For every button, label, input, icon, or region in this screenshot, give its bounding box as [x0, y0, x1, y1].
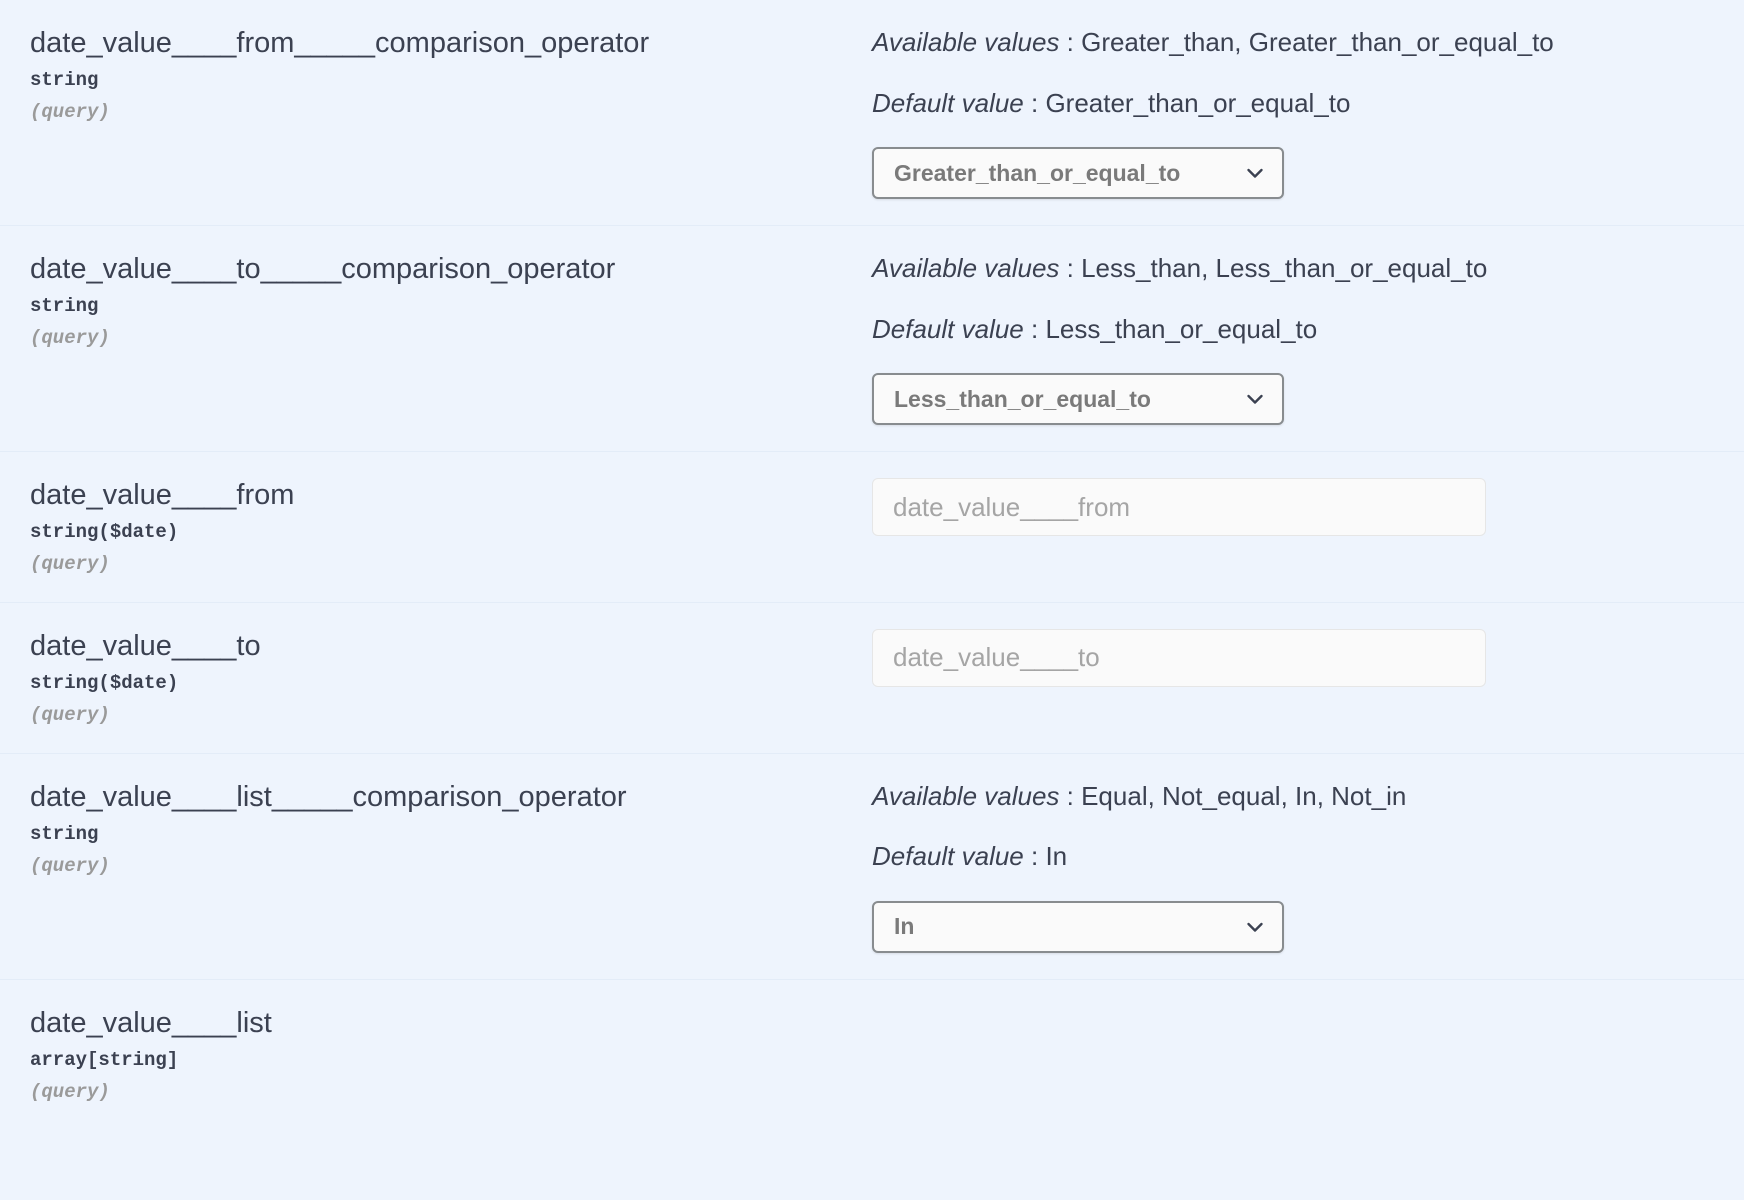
select-selected-value: In: [894, 913, 915, 940]
meta-separator: :: [1059, 27, 1082, 57]
parameter-descriptor-cell: date_value____list_____comparison_operat…: [0, 753, 838, 980]
select-selected-value: Less_than_or_equal_to: [894, 385, 1151, 412]
parameter-name: date_value____list: [30, 1006, 272, 1039]
default-value-value: Less_than_or_equal_to: [1045, 313, 1318, 344]
parameter-location: (query): [30, 101, 110, 124]
available-values-label: Available values: [872, 780, 1060, 811]
default-value-value: Greater_than_or_equal_to: [1045, 87, 1351, 118]
parameter-location: (query): [30, 854, 110, 877]
parameters-table: date_value____from_____comparison_operat…: [0, 0, 1744, 1130]
empty-value-placeholder: [872, 1006, 1714, 1022]
parameter-descriptor-cell: date_value____from_____comparison_operat…: [0, 0, 838, 226]
parameter-type: string($date): [30, 521, 179, 544]
default-value-line: Default value : In: [872, 840, 1714, 873]
available-values-value: Less_than, Less_than_or_equal_to: [1081, 253, 1488, 283]
comparison-operator-select-wrapper: Less_than_or_equal_to: [872, 373, 1284, 425]
parameter-name: date_value____from: [30, 479, 295, 511]
table-row: date_value____from_____comparison_operat…: [0, 0, 1744, 226]
available-values-label: Available values: [872, 253, 1060, 283]
date-value-from-input[interactable]: [872, 478, 1486, 536]
parameter-location: (query): [30, 327, 110, 350]
parameter-name: date_value____list_____comparison_operat…: [30, 780, 627, 813]
available-values-value: Greater_than, Greater_than_or_equal_to: [1081, 27, 1554, 57]
parameter-name: date_value____to: [30, 629, 261, 662]
parameter-location: (query): [30, 1080, 110, 1103]
available-values-value: Equal, Not_equal, In, Not_in: [1081, 780, 1407, 811]
available-values-label: Available values: [872, 27, 1060, 57]
table-row: date_value____list_____comparison_operat…: [0, 753, 1744, 980]
parameter-value-cell: [838, 979, 1744, 1130]
parameter-type: string($date): [30, 672, 179, 695]
default-value-value: In: [1045, 841, 1068, 872]
comparison-operator-select[interactable]: Less_than_or_equal_to: [872, 373, 1284, 425]
date-value-to-input[interactable]: [872, 628, 1486, 687]
table-row: date_value____list array[string] (query): [0, 979, 1744, 1130]
parameter-descriptor-cell: date_value____from string($date) (query): [0, 451, 838, 603]
table-row: date_value____from string($date) (query): [0, 451, 1744, 603]
parameter-type: array[string]: [30, 1048, 179, 1071]
parameter-type: string: [30, 822, 99, 845]
chevron-down-icon: [1244, 388, 1266, 410]
parameter-name: date_value____from_____comparison_operat…: [30, 27, 650, 59]
parameter-location: (query): [30, 553, 110, 576]
default-value-label: Default value: [872, 841, 1024, 872]
table-row: date_value____to string($date) (query): [0, 602, 1744, 754]
available-values-line: Available values : Less_than, Less_than_…: [872, 252, 1714, 285]
meta-separator: :: [1023, 841, 1046, 872]
parameter-value-cell: Available values : Less_than, Less_than_…: [838, 225, 1744, 452]
default-value-label: Default value: [872, 313, 1024, 344]
default-value-label: Default value: [872, 87, 1024, 118]
chevron-down-icon: [1244, 916, 1266, 938]
default-value-line: Default value : Less_than_or_equal_to: [872, 313, 1714, 346]
table-row: date_value____to_____comparison_operator…: [0, 225, 1744, 452]
available-values-line: Available values : Greater_than, Greater…: [872, 26, 1714, 59]
meta-separator: :: [1059, 780, 1082, 811]
parameter-type: string: [30, 295, 99, 318]
parameter-location: (query): [30, 703, 110, 726]
parameter-descriptor-cell: date_value____to_____comparison_operator…: [0, 225, 838, 452]
meta-separator: :: [1059, 253, 1082, 283]
comparison-operator-select[interactable]: Greater_than_or_equal_to: [872, 147, 1284, 199]
meta-separator: :: [1023, 87, 1046, 118]
default-value-line: Default value : Greater_than_or_equal_to: [872, 87, 1714, 120]
list-comparison-operator-select-wrapper: In: [872, 900, 1284, 953]
parameter-type: string: [30, 69, 99, 92]
parameter-descriptor-cell: date_value____to string($date) (query): [0, 602, 838, 754]
parameter-descriptor-cell: date_value____list array[string] (query): [0, 979, 838, 1130]
parameter-value-cell: Available values : Greater_than, Greater…: [838, 0, 1744, 226]
parameter-value-cell: [838, 451, 1744, 603]
available-values-line: Available values : Equal, Not_equal, In,…: [872, 780, 1714, 813]
parameters-table-body: date_value____from_____comparison_operat…: [0, 0, 1744, 1130]
meta-separator: :: [1023, 313, 1046, 344]
chevron-down-icon: [1244, 162, 1266, 184]
parameter-name: date_value____to_____comparison_operator: [30, 253, 616, 285]
parameter-value-cell: Available values : Equal, Not_equal, In,…: [838, 753, 1744, 980]
list-comparison-operator-select[interactable]: In: [872, 900, 1284, 953]
select-selected-value: Greater_than_or_equal_to: [894, 159, 1181, 186]
comparison-operator-select-wrapper: Greater_than_or_equal_to: [872, 147, 1284, 199]
parameter-value-cell: [838, 602, 1744, 754]
